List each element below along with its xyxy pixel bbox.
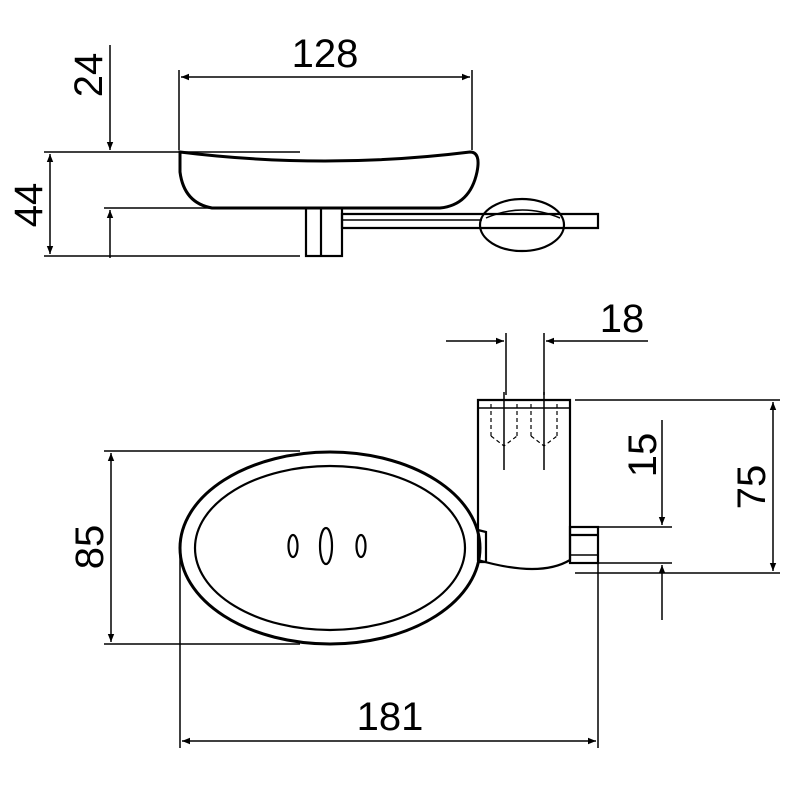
drain-slot-center (318, 526, 334, 566)
dimension-top-width: 128 (178, 32, 473, 150)
side-view: 128 24 44 (7, 32, 600, 258)
holder-profile (478, 197, 566, 253)
dimension-overall-width: 181 (179, 550, 599, 748)
dimension-top-height-upper: 24 (67, 45, 114, 258)
dim-label-18: 18 (600, 297, 645, 341)
wall-mount-body (476, 398, 572, 571)
screw-hole-left (490, 392, 518, 470)
screw-hole-right (530, 392, 558, 470)
arm-top (568, 525, 600, 565)
top-view: 18 75 15 85 181 (68, 297, 780, 748)
dim-label-181: 181 (357, 695, 424, 739)
drain-slot-left (287, 533, 299, 559)
dim-label-15: 15 (621, 433, 665, 478)
dish-inner-rim (193, 464, 467, 632)
dish-outer-rim (178, 450, 482, 646)
arm-side (340, 212, 600, 230)
dimension-mount-height: 75 (575, 399, 780, 574)
mount-block-side (304, 206, 344, 258)
dimension-top-height-total: 44 (7, 151, 300, 257)
dim-label-85: 85 (68, 525, 112, 570)
dimension-dish-height: 85 (68, 450, 300, 645)
drain-slot-right (355, 533, 367, 559)
dim-label-44: 44 (7, 183, 51, 228)
dimension-arm-height: 15 (575, 420, 672, 620)
dim-label-75: 75 (730, 465, 774, 510)
dimension-mount-width: 18 (446, 297, 648, 395)
dish-profile (178, 150, 480, 210)
dim-label-128: 128 (292, 32, 359, 76)
dim-label-24: 24 (67, 53, 111, 98)
